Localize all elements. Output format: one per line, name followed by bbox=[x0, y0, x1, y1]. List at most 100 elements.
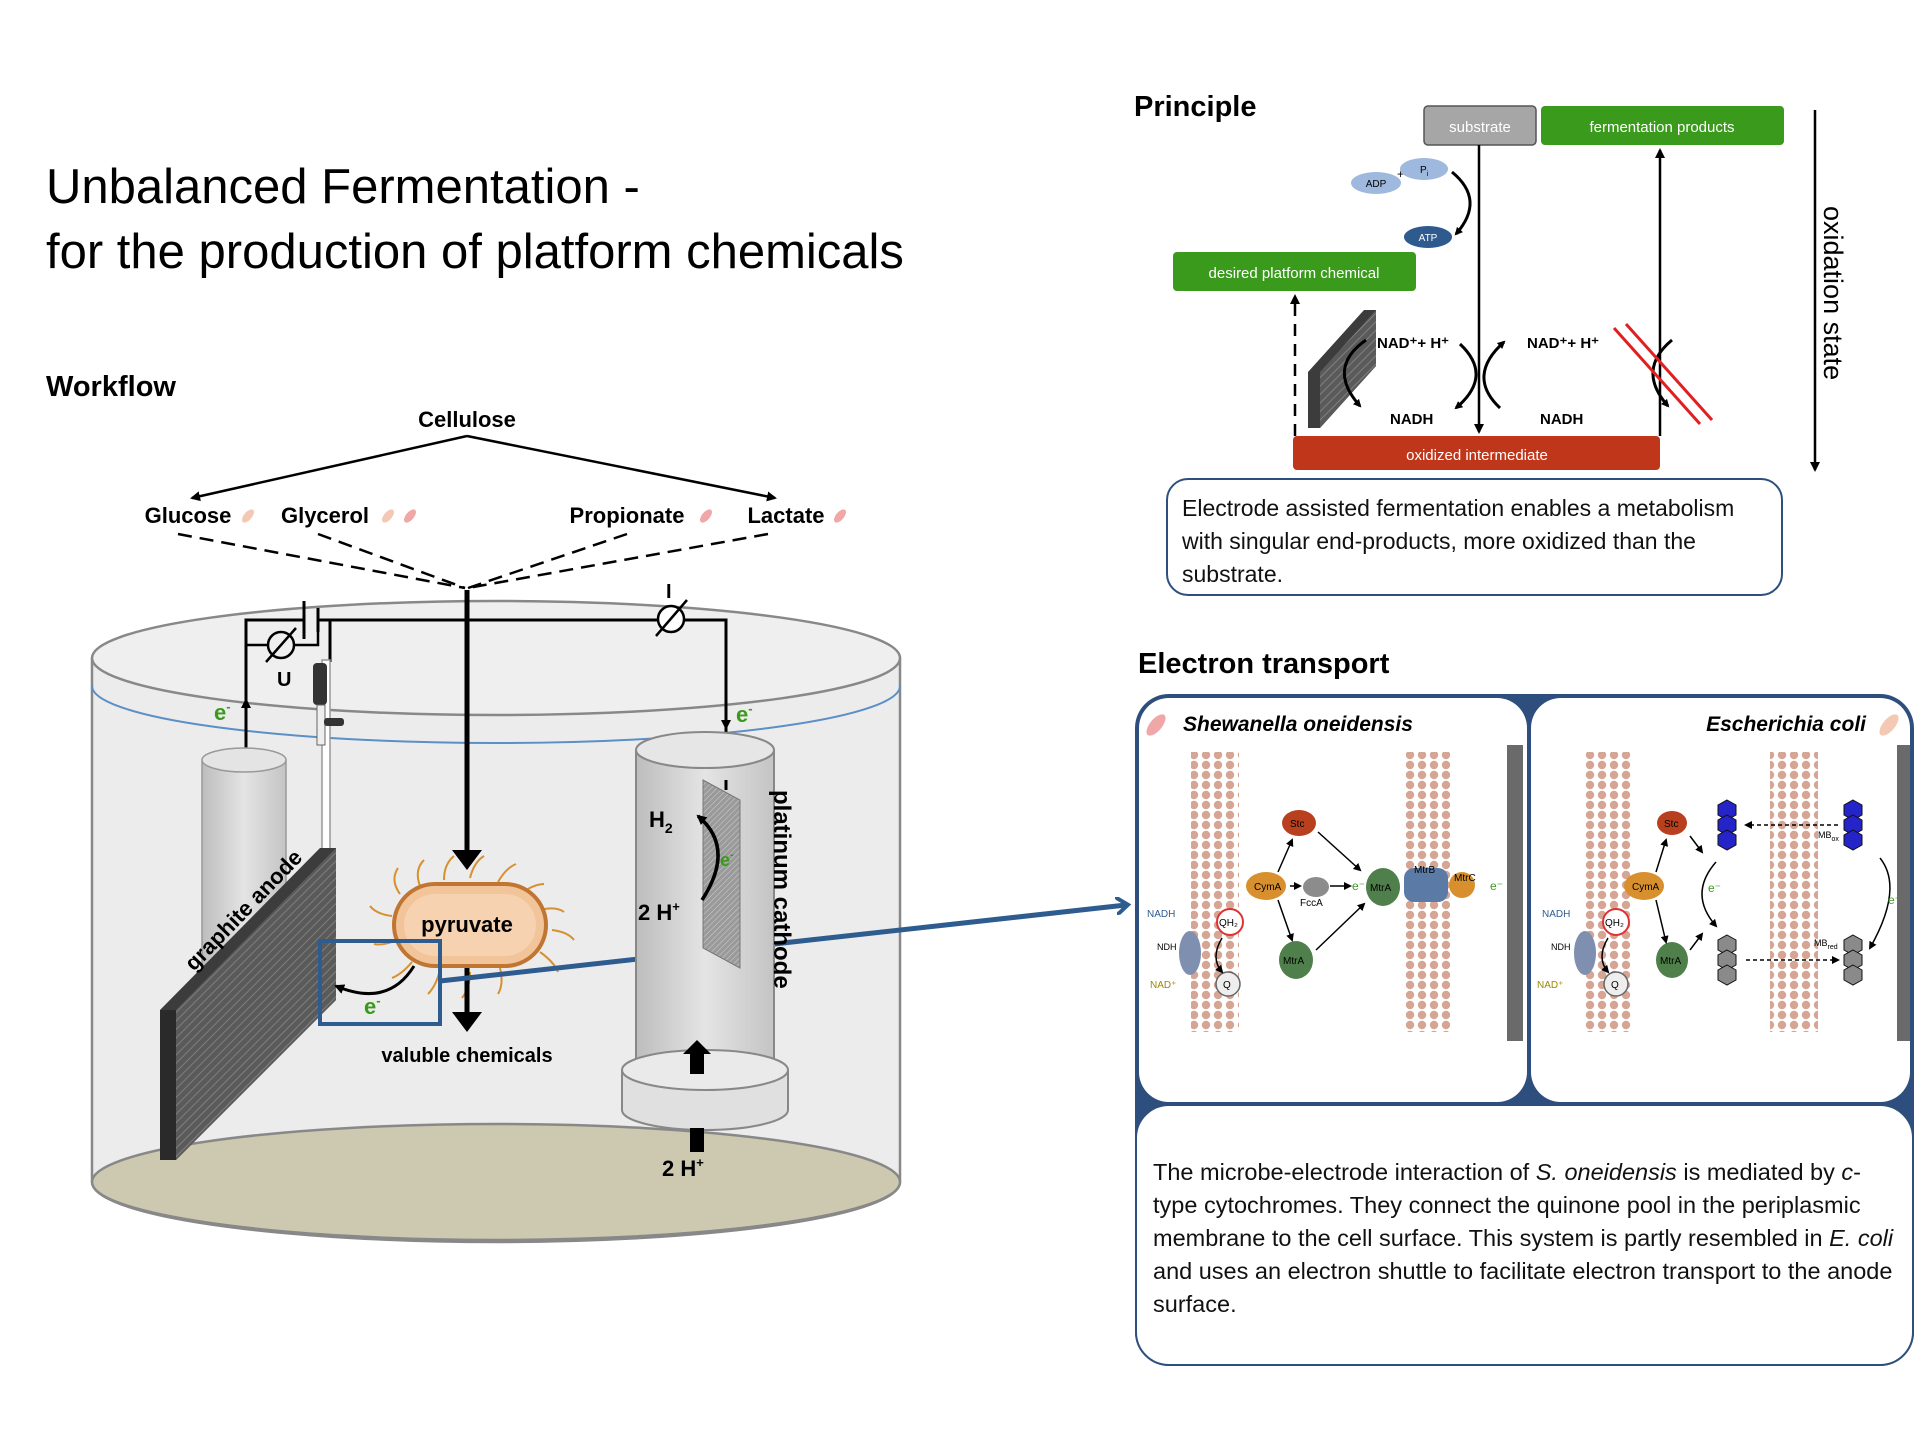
product-arrowhead bbox=[452, 1012, 482, 1032]
mtrb-icon bbox=[1404, 868, 1448, 902]
cyma-icon bbox=[1624, 872, 1664, 900]
zoom-connector-arrow bbox=[439, 905, 1126, 984]
bacterium-icon bbox=[242, 509, 846, 523]
nad-mid-cycle-arrow-left bbox=[1454, 342, 1478, 410]
label-nadh: NADH bbox=[1542, 909, 1570, 920]
cathode-electron-label: e- bbox=[736, 701, 753, 727]
label-stc: Stc bbox=[1290, 819, 1304, 830]
shewanella-components bbox=[1179, 810, 1475, 997]
oxidation-state-label: oxidation state bbox=[1818, 206, 1848, 380]
description-fragment: and uses an electron shuttle to facilita… bbox=[1153, 1258, 1893, 1317]
label-mb-red: MBred bbox=[1814, 938, 1838, 951]
proton-label-top: 2 H+ bbox=[638, 899, 680, 925]
mtrc-icon bbox=[1449, 872, 1475, 898]
proton-inflow-arrow bbox=[683, 1040, 711, 1054]
atp-synthesis-arrow bbox=[1451, 170, 1472, 236]
label-mtrc: MtrC bbox=[1454, 873, 1476, 884]
products-label: valuble chemicals bbox=[381, 1045, 552, 1067]
fermentation-products-box bbox=[1541, 106, 1784, 145]
description-fragment: E. coli bbox=[1829, 1225, 1894, 1251]
electron-transfer-arrow bbox=[334, 965, 416, 995]
label-stc: Stc bbox=[1664, 819, 1678, 830]
anode-electron-label: e- bbox=[214, 699, 231, 725]
adp-icon bbox=[1351, 172, 1401, 194]
ndh-icon bbox=[1179, 931, 1201, 975]
methylene-blue-oxidized-icon bbox=[1717, 799, 1863, 851]
label-cyma: CymA bbox=[1254, 882, 1282, 893]
label-mb-ox: MBox bbox=[1818, 830, 1839, 843]
label-fcca: FccA bbox=[1300, 898, 1323, 909]
nad-right-label: NAD⁺+ H⁺ bbox=[1527, 335, 1599, 352]
ndh-icon bbox=[1574, 931, 1596, 975]
label-qh2: QH₂ bbox=[1219, 918, 1238, 929]
desired-chemical-box bbox=[1173, 252, 1416, 291]
organism-right: Escherichia coli bbox=[1706, 713, 1867, 736]
substrate-lactate: Lactate bbox=[747, 503, 824, 528]
label-cyma: CymA bbox=[1632, 882, 1660, 893]
electron-transport-heading: Electron transport bbox=[1138, 648, 1390, 680]
description-fragment: c bbox=[1841, 1159, 1854, 1185]
label-qh2: QH₂ bbox=[1605, 918, 1624, 929]
qh2-icon bbox=[1602, 908, 1630, 936]
label-mtrb: MtrB bbox=[1414, 865, 1435, 876]
label-mtra: MtrA bbox=[1283, 956, 1304, 967]
current-label: I bbox=[666, 581, 672, 603]
ecoli-labels: NADH NDH NAD⁺ QH₂ Q CymA Stc MtrA MBox M… bbox=[1537, 819, 1901, 991]
qh2-icon bbox=[1216, 908, 1244, 936]
cyma-icon bbox=[1246, 872, 1286, 900]
voltmeter-icon bbox=[246, 620, 320, 663]
label-nadh: NADH bbox=[1147, 909, 1175, 920]
pyruvate-label: pyruvate bbox=[421, 912, 513, 937]
label-electron: e⁻ bbox=[1352, 879, 1365, 893]
methylene-blue-reduced-icon bbox=[1717, 934, 1863, 986]
substrate-label: substrate bbox=[1449, 119, 1511, 136]
label-q: Q bbox=[1223, 980, 1231, 991]
adp-label: ADP bbox=[1366, 179, 1387, 190]
label-electron-out: e⁻ bbox=[1490, 879, 1503, 893]
oxidized-intermediate-box bbox=[1293, 436, 1660, 470]
proton-reduction-arrow bbox=[696, 814, 720, 901]
cathode-inner-electron-label: e- bbox=[720, 849, 734, 870]
ammeter-icon bbox=[655, 599, 688, 637]
phosphate-label: Pi bbox=[1420, 165, 1429, 178]
atp-icon bbox=[1404, 226, 1452, 248]
substrate-propionate: Propionate bbox=[570, 503, 685, 528]
mtra-membrane-icon bbox=[1366, 868, 1400, 906]
cellulose-to-glucose-arrow bbox=[190, 434, 468, 502]
electron-transport-description: The microbe-electrode interaction of S. … bbox=[1135, 1104, 1914, 1366]
bacterium-cell bbox=[369, 855, 575, 999]
nad-mid-cycle-arrow-right bbox=[1482, 340, 1506, 410]
label-ndh: NDH bbox=[1551, 942, 1571, 952]
zoom-box bbox=[318, 939, 442, 1026]
title-line-1: Unbalanced Fermentation - bbox=[46, 160, 640, 214]
atp-label: ATP bbox=[1419, 233, 1438, 244]
blocked-line-2 bbox=[1624, 322, 1714, 422]
label-electron: e⁻ bbox=[1708, 881, 1721, 895]
label-nad: NAD⁺ bbox=[1150, 980, 1176, 991]
workflow-diagram: Cellulose Glucose Glycerol Propionate La… bbox=[90, 407, 1126, 1244]
ecoli-components bbox=[1574, 799, 1891, 997]
quinone-icon bbox=[1215, 971, 1241, 997]
cathode-label: platinum cathode bbox=[768, 790, 795, 989]
phosphate-icon bbox=[1400, 158, 1448, 180]
platinum-cathode bbox=[621, 731, 789, 1131]
blocked-line-1 bbox=[1612, 326, 1702, 426]
stc-icon bbox=[1657, 811, 1687, 835]
label-nad: NAD⁺ bbox=[1537, 980, 1563, 991]
substrate-feed-arrowhead bbox=[452, 850, 482, 870]
voltage-label: U bbox=[277, 669, 291, 691]
description-fragment: -type cytochromes. They connect the quin… bbox=[1153, 1159, 1861, 1251]
nad-left-cycle-arrow bbox=[1343, 338, 1367, 408]
title-line-2: for the production of platform chemicals bbox=[46, 225, 904, 279]
principle-description: Electrode assisted fermentation enables … bbox=[1166, 478, 1783, 596]
label-mtra-membrane: MtrA bbox=[1370, 883, 1391, 894]
principle-diagram: substrate fermentation products desired … bbox=[1173, 105, 1848, 472]
mtra-icon bbox=[1279, 941, 1313, 979]
anode-electrode-icon bbox=[1308, 310, 1376, 428]
stc-icon bbox=[1282, 810, 1316, 836]
bacterium-icon bbox=[1146, 714, 1166, 736]
label-mtra: MtrA bbox=[1660, 956, 1681, 967]
bacterium-icon bbox=[1879, 714, 1899, 736]
substrate-glycerol: Glycerol bbox=[281, 503, 369, 528]
label-ndh: NDH bbox=[1157, 942, 1177, 952]
